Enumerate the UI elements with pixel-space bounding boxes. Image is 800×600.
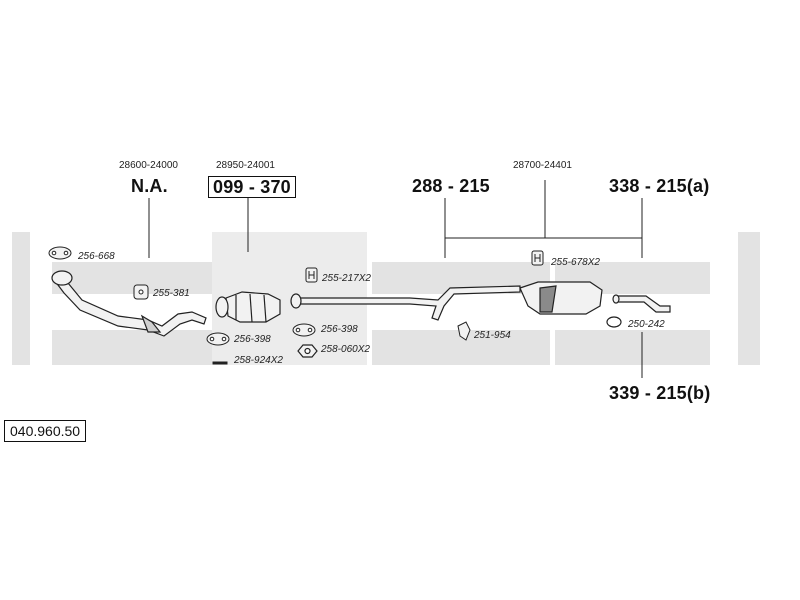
part-label-gasket-cat: 256-398	[234, 334, 271, 345]
leader-lines	[148, 180, 643, 378]
assembly-catalyst: 099 - 370	[208, 176, 296, 198]
band-7	[555, 330, 710, 365]
assembly-middle: 288 - 215	[412, 176, 490, 196]
front-pipe-body	[56, 282, 207, 337]
front-pipe-drawing	[51, 270, 207, 337]
band-left	[12, 232, 30, 365]
tail-pipe-end	[612, 294, 620, 304]
rear-silencer-shade	[539, 285, 557, 313]
part-label-clamp-rear: 250-242	[628, 319, 665, 330]
bolts-cat-drawing	[212, 361, 228, 365]
clamp-mid-drawing	[305, 267, 318, 283]
catalog-number: 040.960.50	[4, 420, 87, 442]
part-label-rubber-front: 255-381	[153, 288, 190, 299]
assembly-rear-b: 339 - 215(b)	[609, 383, 711, 403]
tail-pipe-drawing	[612, 294, 671, 313]
tail-pipe-body	[617, 295, 671, 313]
bracket-mid-drawing	[457, 321, 471, 341]
part-label-bracket-mid: 251-954	[474, 330, 511, 341]
part-label-gasket-mid: 256-398	[321, 324, 358, 335]
band-right	[738, 232, 760, 365]
catalyst-drawing	[215, 291, 281, 323]
gasket-mid-drawing	[292, 323, 316, 337]
band-1	[52, 262, 212, 294]
oem-ref-catalyst: 28950-24001	[216, 160, 275, 171]
middle-pipe-body	[299, 285, 521, 321]
nut-mid-drawing	[297, 344, 318, 358]
rear-silencer-body	[519, 281, 603, 315]
part-label-gasket-front: 256-668	[78, 251, 115, 262]
part-label-bolts-cat: 258-924X2	[234, 355, 283, 366]
catalyst-flange	[215, 296, 229, 318]
assembly-front-pipe: N.A.	[131, 176, 168, 196]
front-pipe-flex	[140, 314, 162, 333]
band-2	[52, 330, 212, 365]
assembly-rear-a: 338 - 215(a)	[609, 176, 710, 196]
oem-ref-front-pipe: 28600-24000	[119, 160, 178, 171]
middle-pipe-drawing	[290, 285, 521, 321]
clamp-rear-drawing	[606, 316, 622, 328]
front-pipe-flange	[51, 270, 73, 286]
rubber-front-drawing	[133, 284, 149, 300]
gasket-front-drawing	[48, 246, 72, 260]
gasket-cat-drawing	[206, 332, 230, 346]
oem-ref-rear: 28700-24401	[513, 160, 572, 171]
rear-silencer-drawing	[519, 281, 603, 315]
part-label-hanger-rear: 255-678X2	[551, 257, 600, 268]
part-label-clamp-mid: 255-217X2	[322, 273, 371, 284]
middle-pipe-flange	[290, 293, 302, 309]
hanger-rear-drawing	[531, 250, 544, 266]
part-label-nut-mid: 258-060X2	[321, 344, 370, 355]
catalyst-body	[225, 291, 281, 323]
